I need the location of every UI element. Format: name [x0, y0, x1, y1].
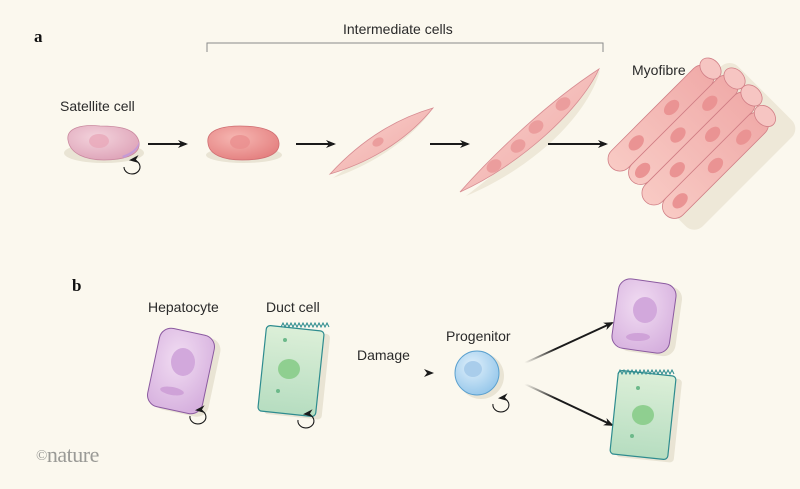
panel-a-label: a — [34, 27, 43, 46]
nature-credit: ©nature — [36, 442, 99, 468]
satellite-cell-label: Satellite cell — [60, 98, 135, 114]
output-hepatocyte-illustration — [611, 278, 683, 357]
intermediate-cells-label: Intermediate cells — [343, 21, 453, 37]
myofibre-illustration — [607, 57, 796, 230]
hepatocyte-illustration — [147, 327, 221, 417]
progenitor-label: Progenitor — [446, 328, 511, 344]
duct-cell-illustration — [257, 321, 330, 420]
arrow-to-hepatocyte — [524, 322, 614, 364]
damage-label: Damage — [357, 347, 410, 363]
duct-cell-self-renewal-icon — [297, 409, 315, 429]
myoblast-illustration — [206, 125, 282, 163]
progenitor-illustration — [454, 350, 504, 399]
myotube-illustration — [459, 67, 600, 196]
satellite-cell-illustration — [64, 125, 144, 163]
progenitor-self-renewal-icon — [492, 393, 510, 413]
spindle-cell-illustration — [328, 107, 435, 178]
output-duct-cell-illustration — [609, 368, 682, 463]
duct-cell-label: Duct cell — [266, 299, 320, 315]
copyright-symbol: © — [36, 448, 47, 464]
hepatocyte-label: Hepatocyte — [148, 299, 219, 315]
panel-b-label: b — [72, 276, 82, 295]
self-renewal-icon — [123, 155, 141, 175]
myofibre-label: Myofibre — [632, 62, 686, 78]
intermediate-cells-bracket — [206, 42, 604, 52]
hepatocyte-self-renewal-icon — [189, 405, 207, 425]
arrow-to-duct-cell — [524, 383, 614, 426]
nature-logo: nature — [46, 442, 99, 467]
